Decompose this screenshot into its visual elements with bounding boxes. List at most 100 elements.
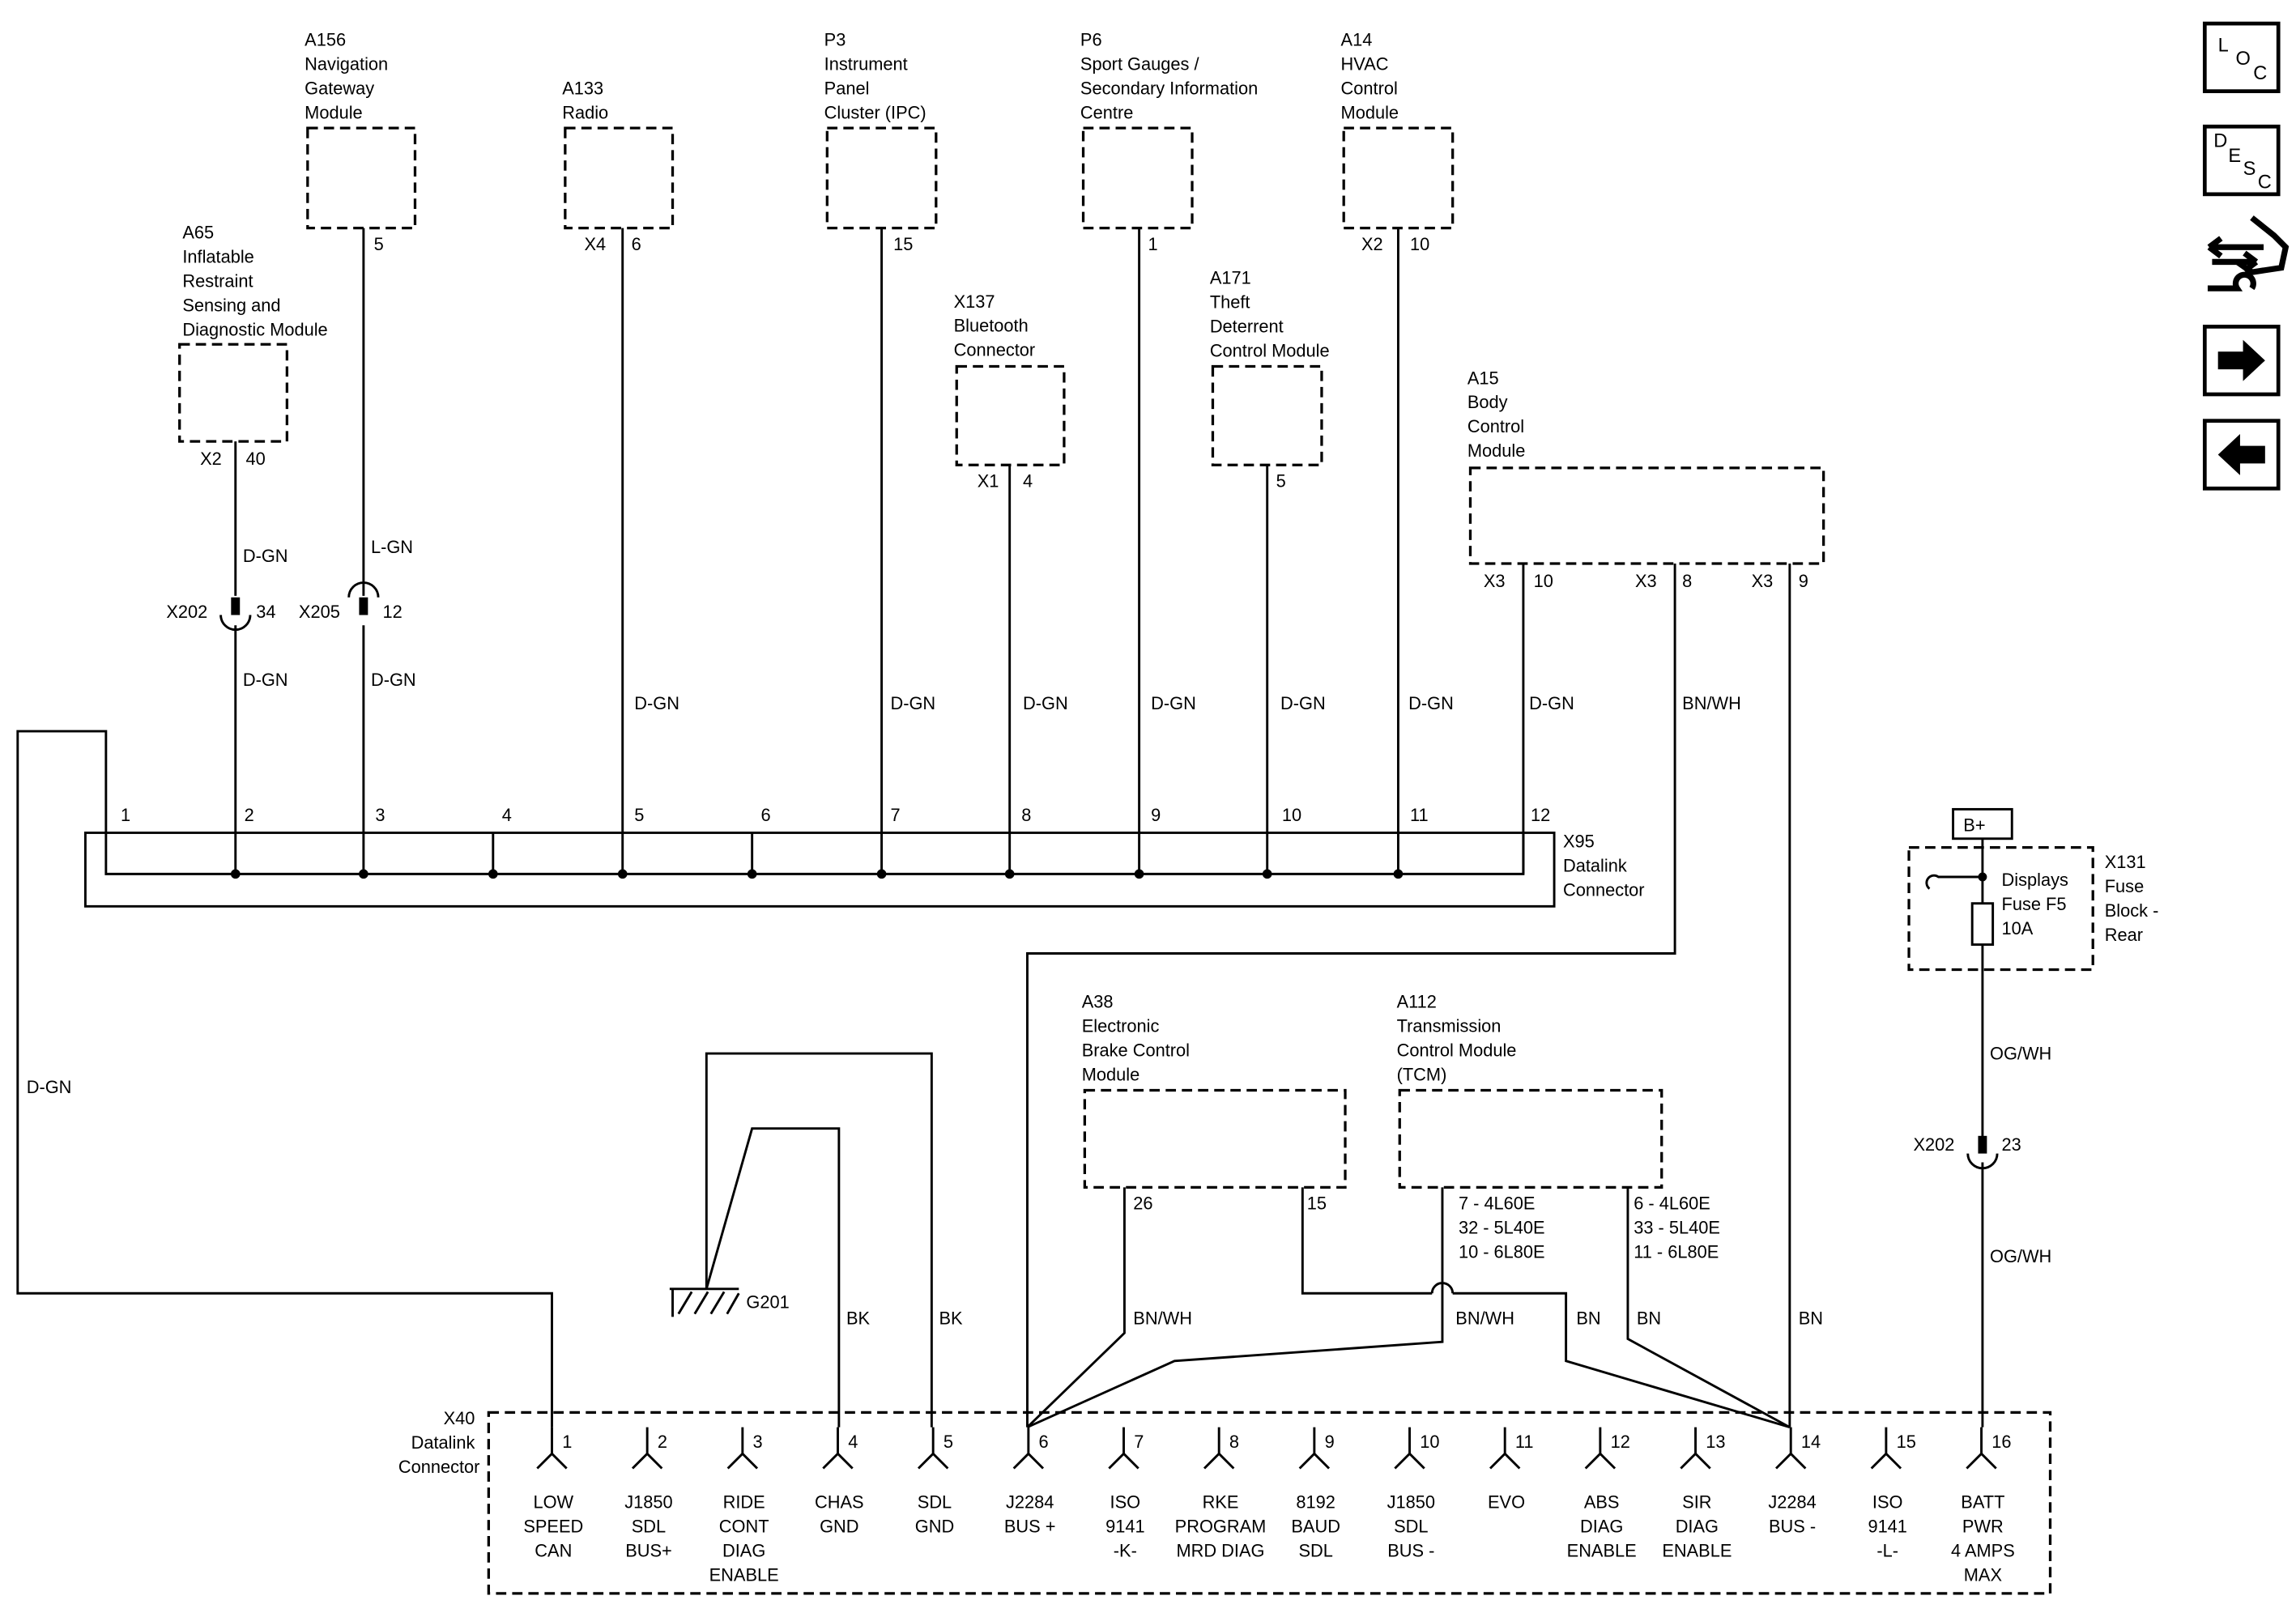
svg-text:BN: BN [1576, 1308, 1600, 1328]
connector-x40-pin-number: 16 [1991, 1432, 2011, 1452]
module-a171: A171 Theft Deterrent Control Module 5 [1210, 268, 1330, 491]
connector-x40-body [487, 1411, 2052, 1595]
pin-terminal-icon [1012, 1427, 1045, 1470]
connector-x40-pin-number: 5 [944, 1432, 953, 1452]
nav-loc-button[interactable]: L O C [2202, 21, 2281, 94]
connector-x40-pin-number: 14 [1801, 1432, 1821, 1452]
module-a133-pin: 6 [632, 234, 641, 254]
ground-g201: G201 BK BK [669, 1052, 963, 1428]
module-a14-label: A14 HVAC Control Module [1341, 29, 1403, 122]
svg-text:D-GN: D-GN [634, 693, 679, 713]
connector-x40-pin-label: EVO [1488, 1492, 1525, 1513]
module-a65: A65 Inflatable Restraint Sensing and Dia… [178, 222, 328, 469]
module-a65-label: A65 Inflatable Restraint Sensing and Dia… [182, 222, 327, 339]
module-a14-pin: 10 [1410, 234, 1429, 254]
module-a171-pin: 5 [1276, 470, 1286, 491]
svg-text:D-GN: D-GN [243, 670, 288, 690]
module-a133-box [564, 126, 675, 230]
module-p6: P6 Sport Gauges / Secondary Information … [1080, 29, 1258, 254]
svg-text:D-GN: D-GN [27, 1077, 72, 1097]
connector-x40-pin-number: 6 [1039, 1432, 1049, 1452]
module-x137-box [955, 364, 1066, 466]
connector-x40-pin-number: 10 [1420, 1432, 1439, 1452]
module-a38-pin-15: 15 [1307, 1194, 1327, 1214]
svg-text:BK: BK [939, 1308, 963, 1328]
connector-x95-label: X95 Datalink Connector [1563, 832, 1645, 900]
svg-text:D-GN: D-GN [1280, 693, 1326, 713]
svg-text:BN/WH: BN/WH [1133, 1308, 1192, 1328]
pin-terminal-icon [1298, 1427, 1331, 1470]
pin-terminal-icon [822, 1427, 854, 1470]
svg-text:BN: BN [1799, 1308, 1823, 1328]
pin-terminal-icon [631, 1427, 663, 1470]
module-x137-pin-connector: X1 [978, 470, 999, 491]
svg-text:8: 8 [1021, 805, 1031, 825]
wire-loop-pin1: D-GN [16, 730, 553, 1428]
module-a156-pin: 5 [374, 234, 384, 254]
connector-x40-pin-number: 11 [1515, 1432, 1534, 1452]
arrow-left-icon [2217, 434, 2265, 475]
module-a112-pins-right: 6 - 4L60E 33 - 5L40E 11 - 6L80E [1634, 1194, 1725, 1262]
svg-text:34: 34 [256, 602, 275, 622]
module-a15-pin-9: 9 [1799, 571, 1808, 591]
connector-x40-pin-number: 8 [1229, 1432, 1239, 1452]
connector-x40-pin-number: 1 [562, 1432, 572, 1452]
connector-harness-icon[interactable] [2207, 215, 2290, 291]
module-a15-pin-connector-1: X3 [1484, 571, 1506, 591]
svg-text:10: 10 [1282, 805, 1301, 825]
module-a14-pin-connector: X2 [1361, 234, 1383, 254]
module-a65-pin: 40 [245, 449, 265, 469]
prev-page-button[interactable] [2202, 419, 2281, 491]
svg-text:O: O [2235, 49, 2250, 70]
connector-x95-pin-dots [230, 869, 1404, 879]
svg-text:BN/WH: BN/WH [1455, 1308, 1514, 1328]
module-a156-label: A156 Navigation Gateway Module [305, 29, 393, 122]
svg-text:BK: BK [846, 1308, 871, 1328]
connector-x95-body [83, 832, 1556, 908]
module-a65-pin-connector: X2 [200, 449, 222, 469]
connector-x40-pin-number: 9 [1325, 1432, 1335, 1452]
connector-x95: 1 2 3 4 5 6 7 8 9 10 11 12 X95 Datalink … [83, 805, 1645, 908]
svg-text:7: 7 [890, 805, 900, 825]
connector-x40-pin-number: 2 [658, 1432, 667, 1452]
svg-text:3: 3 [375, 805, 385, 825]
svg-text:L: L [2218, 36, 2229, 57]
next-page-button[interactable] [2202, 325, 2281, 397]
svg-text:12: 12 [383, 602, 403, 622]
svg-text:BN: BN [1637, 1308, 1661, 1328]
module-a15-pin-10: 10 [1534, 571, 1553, 591]
nav-desc-button[interactable]: D E S C [2202, 124, 2281, 197]
module-a38-box [1083, 1088, 1347, 1189]
module-a15: A15 Body Control Module X3 10 X3 8 X3 9 [1467, 368, 1825, 591]
svg-text:C: C [2253, 63, 2267, 84]
module-x137: X137 Bluetooth Connector X1 4 [954, 291, 1066, 491]
fuse-block-x131-label: X131 Fuse Block - Rear [2105, 852, 2164, 945]
module-p6-box [1081, 126, 1194, 230]
pin-terminal-icon [536, 1427, 568, 1470]
pin-terminal-icon [1775, 1427, 1807, 1470]
svg-text:D: D [2213, 131, 2227, 152]
svg-text:4: 4 [502, 805, 512, 825]
module-a38-pin-26: 26 [1133, 1194, 1152, 1214]
fuse-f5-label: Displays Fuse F5 10A [2002, 870, 2073, 938]
svg-text:D-GN: D-GN [890, 693, 935, 713]
wires-top [234, 228, 1791, 1428]
